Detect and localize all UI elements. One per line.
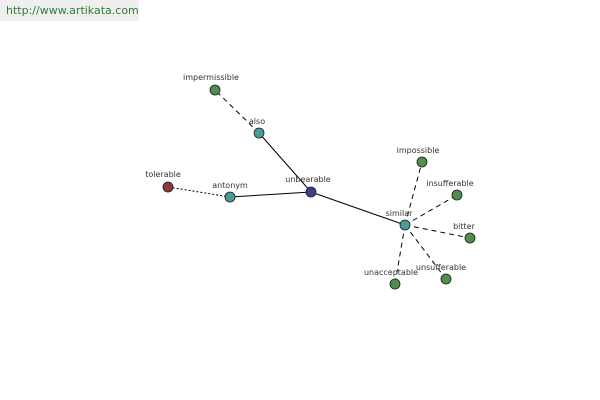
edge-also-impermissible bbox=[214, 89, 260, 134]
node-circle-insufferable[interactable] bbox=[451, 189, 463, 201]
node-label-insufferable: insufferable bbox=[426, 179, 473, 188]
node-label-impossible: impossible bbox=[397, 146, 440, 155]
edge-similar-unacceptable bbox=[394, 224, 406, 285]
node-label-also: also bbox=[249, 117, 265, 126]
url-banner[interactable]: http://www.artikata.com bbox=[0, 0, 139, 21]
edge-similar-impossible bbox=[404, 161, 423, 226]
node-label-antonym: antonym bbox=[212, 181, 248, 190]
edge-similar-unsufferable bbox=[404, 224, 447, 280]
node-label-unacceptable: unacceptable bbox=[364, 268, 418, 277]
node-circle-tolerable[interactable] bbox=[162, 181, 174, 193]
edge-similar-bitter bbox=[404, 224, 471, 239]
node-circle-antonym[interactable] bbox=[224, 191, 236, 203]
node-similar[interactable]: similar bbox=[386, 209, 414, 231]
node-unbearable[interactable]: unbearable bbox=[285, 175, 331, 198]
node-also[interactable]: also bbox=[249, 117, 265, 139]
node-label-unsufferable: unsufferable bbox=[416, 263, 466, 272]
node-label-impermissible: impermissible bbox=[183, 73, 239, 82]
node-circle-unbearable[interactable] bbox=[305, 186, 317, 198]
edge-antonym-tolerable bbox=[167, 186, 231, 198]
node-tolerable[interactable]: tolerable bbox=[145, 170, 181, 193]
node-circle-bitter[interactable] bbox=[464, 232, 476, 244]
node-label-bitter: bitter bbox=[453, 222, 475, 231]
node-antonym[interactable]: antonym bbox=[212, 181, 248, 203]
node-circle-similar[interactable] bbox=[399, 219, 411, 231]
edge-similar-insufferable bbox=[404, 194, 458, 226]
node-impermissible[interactable]: impermissible bbox=[183, 73, 239, 96]
node-label-similar: similar bbox=[386, 209, 414, 218]
node-circle-impermissible[interactable] bbox=[209, 84, 221, 96]
edge-unbearable-similar bbox=[310, 191, 406, 226]
nodes-layer: unbearable also antonym similar impermissibl… bbox=[145, 73, 476, 290]
edge-unbearable-antonym bbox=[229, 191, 312, 198]
edge-unbearable-also bbox=[258, 132, 312, 193]
node-circle-unacceptable[interactable] bbox=[389, 278, 401, 290]
node-label-unbearable: unbearable bbox=[285, 175, 331, 184]
node-impossible[interactable]: impossible bbox=[397, 146, 440, 168]
node-unacceptable[interactable]: unacceptable bbox=[364, 268, 418, 290]
node-insufferable[interactable]: insufferable bbox=[426, 179, 474, 201]
node-label-tolerable: tolerable bbox=[145, 170, 181, 179]
node-bitter[interactable]: bitter bbox=[453, 222, 476, 244]
node-circle-unsufferable[interactable] bbox=[440, 273, 452, 285]
edges-layer bbox=[167, 89, 471, 285]
node-unsufferable[interactable]: unsufferable bbox=[416, 263, 466, 285]
node-circle-also[interactable] bbox=[253, 127, 265, 139]
node-circle-impossible[interactable] bbox=[416, 156, 428, 168]
